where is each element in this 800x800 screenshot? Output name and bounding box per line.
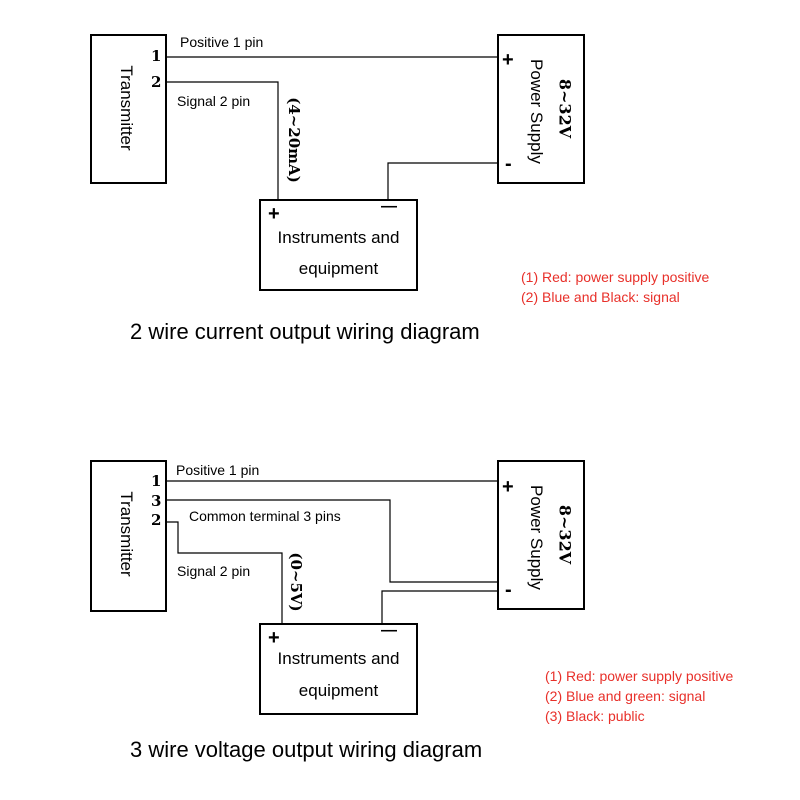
pin-label-2-2: 2 [151, 511, 162, 529]
instrument-text-2b: equipment [298, 681, 379, 700]
instrument-minus-2: — [381, 622, 397, 639]
power-plus-1: + [502, 49, 514, 71]
instrument-text-1a: Instruments and [277, 228, 400, 247]
note-2-2: (2) Blue and green: signal [545, 688, 706, 704]
instrument-text-2a: Instruments and [277, 649, 400, 668]
power-minus-1: - [505, 153, 512, 175]
power-supply-box-2: + - Power Supply 8~32V [497, 460, 585, 610]
power-minus-2: - [505, 579, 512, 601]
wire-signal-2 [166, 81, 279, 202]
transmitter-label-1: Transmitter [117, 65, 136, 151]
pin-label-1: 1 [151, 47, 162, 65]
diagram-caption-2: 3 wire voltage output wiring diagram [130, 737, 483, 762]
note-1-2: (2) Blue and Black: signal [521, 289, 680, 305]
wire-signal-2b [166, 521, 283, 626]
wire-label-positive-2: Positive 1 pin [176, 462, 260, 478]
diagram-caption-1: 2 wire current output wiring diagram [130, 319, 480, 344]
wire-label-signal-2: Signal 2 pin [177, 93, 251, 109]
instrument-box-2: + — Instruments and equipment [259, 623, 418, 715]
note-2-3: (3) Black: public [545, 708, 645, 724]
voltage-label-1: 8~32V [555, 78, 575, 139]
wire-negative-1 [387, 162, 498, 202]
wire-common-3 [166, 499, 498, 583]
instrument-plus-2: + [268, 627, 280, 649]
transmitter-label-2: Transmitter [117, 491, 136, 577]
instrument-box-1: + — Instruments and equipment [259, 199, 418, 291]
power-supply-box-1: + - Power Supply 8~32V [497, 34, 585, 184]
pin-label-2-1: 1 [151, 472, 162, 490]
voltage-label-2: 8~32V [555, 504, 575, 565]
wire-label-signal-2b: Signal 2 pin [177, 563, 251, 579]
instrument-minus-1: — [381, 198, 397, 215]
wire-label-common-3: Common terminal 3 pins [189, 508, 341, 524]
wire-label-positive-1: Positive 1 pin [180, 34, 264, 50]
instrument-text-1b: equipment [298, 259, 379, 278]
wire-negative-2 [381, 590, 498, 626]
power-plus-2: + [502, 476, 514, 498]
power-supply-label-2: Power Supply [527, 485, 546, 590]
range-label-2: (0~5V) [287, 552, 305, 612]
range-label-1: (4~20mA) [285, 97, 303, 183]
note-2-1: (1) Red: power supply positive [545, 668, 734, 684]
transmitter-box-2: Transmitter [90, 460, 167, 612]
instrument-plus-1: + [268, 203, 280, 225]
note-1-1: (1) Red: power supply positive [521, 269, 710, 285]
pin-label-2: 2 [151, 73, 162, 91]
pin-label-2-3: 3 [151, 492, 162, 510]
power-supply-label-1: Power Supply [527, 59, 546, 164]
transmitter-box-1: Transmitter [90, 34, 167, 184]
